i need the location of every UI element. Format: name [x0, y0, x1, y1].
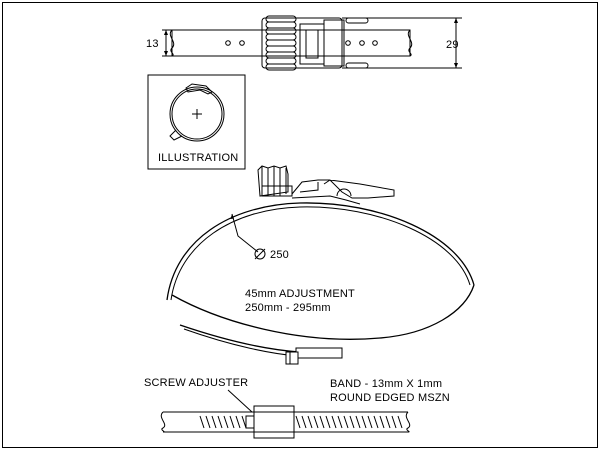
illustration-frame [147, 74, 246, 170]
screw-adjuster-label: SCREW ADJUSTER [144, 377, 248, 389]
diameter-symbol-slash [254, 248, 266, 260]
bottom-screw-adjuster-body [253, 405, 295, 439]
bottom-band-serration-right [295, 415, 403, 429]
adjustment-range-values: 250mm - 295mm [245, 302, 331, 314]
bottom-screw-adjuster-head [245, 415, 255, 429]
bottom-band-serration-left [199, 415, 253, 429]
side-view: 250 45mm ADJUSTMENT 250mm - 295mm [166, 165, 475, 365]
band-inner-upper [170, 206, 471, 301]
illustration-clamp-ring [169, 86, 225, 142]
bottom-break-right [405, 411, 411, 433]
diameter-value: 250 [270, 249, 289, 261]
bottom-view: SCREW ADJUSTER BAND - 13mm X 1mm ROUND E… [144, 377, 450, 439]
band-tail-lower [179, 324, 301, 353]
drawing-border [2, 2, 598, 448]
illustration-band-tail [169, 129, 183, 141]
band-hole [359, 40, 365, 46]
illustration-screw-housing [185, 83, 213, 95]
side-view-screw-housing [257, 165, 395, 205]
band-slot [345, 62, 369, 69]
top-view-break-left [169, 29, 175, 57]
diameter-leader: 250 [230, 213, 289, 261]
dimension-overall-height-text: 29 [446, 39, 459, 51]
adjustment-range-label: 45mm ADJUSTMENT [245, 288, 355, 300]
band-outer-upper [166, 202, 475, 301]
top-view-housing [261, 17, 343, 69]
band-slot [345, 17, 369, 24]
top-view-bridge-slot [305, 29, 319, 59]
diameter-symbol [254, 248, 266, 260]
top-view-housing-end [323, 19, 345, 67]
side-view-band-clip [285, 347, 343, 365]
band-hole [345, 40, 351, 46]
band-hole [225, 40, 231, 46]
bottom-break-left [160, 411, 166, 433]
dimension-overall-height: 29 [342, 17, 462, 69]
band-hole [239, 40, 245, 46]
top-view: 13 29 [146, 15, 462, 71]
band-spec-line-1: BAND - 13mm X 1mm [330, 378, 442, 390]
band-outer-lower [171, 284, 475, 340]
illustration-panel: ILLUSTRATION [147, 74, 246, 170]
top-view-screw-coils [265, 15, 297, 71]
screw-adjuster-leader [227, 389, 253, 413]
dimension-band-width: 13 [146, 29, 172, 57]
top-view-band [171, 29, 411, 57]
band-hole [372, 40, 378, 46]
illustration-clamp-ring-inner [171, 88, 223, 140]
band-spec-line-2: ROUND EDGED MSZN [330, 392, 450, 404]
top-view-break-right [407, 29, 413, 57]
dimension-band-width-text: 13 [146, 38, 159, 50]
illustration-label: ILLUSTRATION [158, 152, 238, 164]
